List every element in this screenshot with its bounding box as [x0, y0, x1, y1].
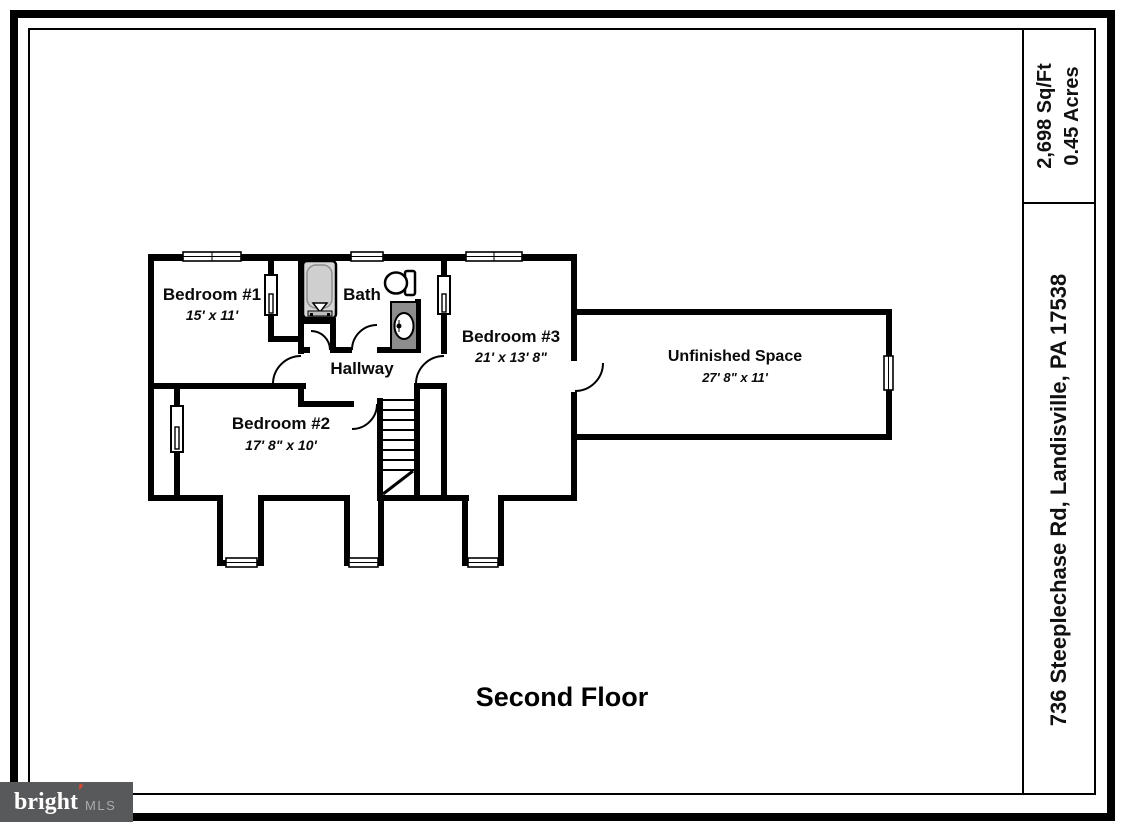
toilet-icon — [383, 269, 417, 297]
dormer3-window-icon — [467, 557, 499, 568]
outer-frame — [10, 10, 1115, 821]
bright-logo-accent-icon: ❜ — [74, 781, 85, 800]
mls-logo-suffix: MLS — [85, 797, 117, 813]
room-dims-bedroom2: 17' 8" x 10' — [245, 437, 317, 453]
bedroom2-closet-door-icon — [170, 405, 184, 453]
bedroom3-door-arc — [415, 355, 445, 385]
vanity-sink-icon — [390, 301, 418, 351]
bedroom1-closet-door-icon — [264, 274, 278, 316]
staircase — [382, 399, 414, 496]
room-dims-bedroom3: 21' x 13' 8" — [474, 349, 547, 365]
room-dims-unfinished: 27' 8" x 11' — [701, 370, 769, 385]
door-arcs — [272, 324, 604, 430]
room-label-hallway: Hallway — [330, 359, 394, 378]
windows — [182, 251, 894, 568]
dormer1-window-icon — [225, 557, 258, 568]
bedroom2-door-arc — [351, 403, 378, 430]
bedroom1-door-arc — [272, 355, 302, 385]
floor-title: Second Floor — [476, 682, 649, 712]
room-labels: Bedroom #1 15' x 11' Bath Bedroom #3 21'… — [163, 285, 802, 453]
bathtub-icon — [301, 259, 338, 320]
bright-mls-logo: bright❜ MLS — [0, 782, 133, 822]
sidebar-divider-horizontal — [1022, 202, 1096, 204]
dormer2-window-icon — [348, 557, 379, 568]
room-label-bedroom1: Bedroom #1 — [163, 285, 261, 304]
closet-doors — [170, 274, 451, 453]
room-label-bedroom2: Bedroom #2 — [232, 414, 330, 433]
bath-door-arc — [351, 324, 378, 351]
sidebar-divider-vertical — [1022, 28, 1024, 795]
unfinished-window-icon — [883, 355, 894, 391]
bright-logo-wordmark: bright❜ — [14, 781, 85, 815]
unfinished-door-arc — [574, 362, 604, 392]
inner-frame — [28, 28, 1096, 795]
bath-window-icon — [350, 251, 384, 262]
bedroom1-window-icon — [182, 251, 242, 262]
room-label-unfinished: Unfinished Space — [668, 348, 802, 365]
room-dims-bedroom1: 15' x 11' — [186, 307, 239, 323]
linen-closet-door-arc — [310, 330, 331, 351]
room-label-bath: Bath — [343, 285, 381, 304]
bedroom3-window-icon — [465, 251, 523, 262]
bedroom3-closet-door-icon — [437, 275, 451, 315]
room-label-bedroom3: Bedroom #3 — [462, 327, 560, 346]
